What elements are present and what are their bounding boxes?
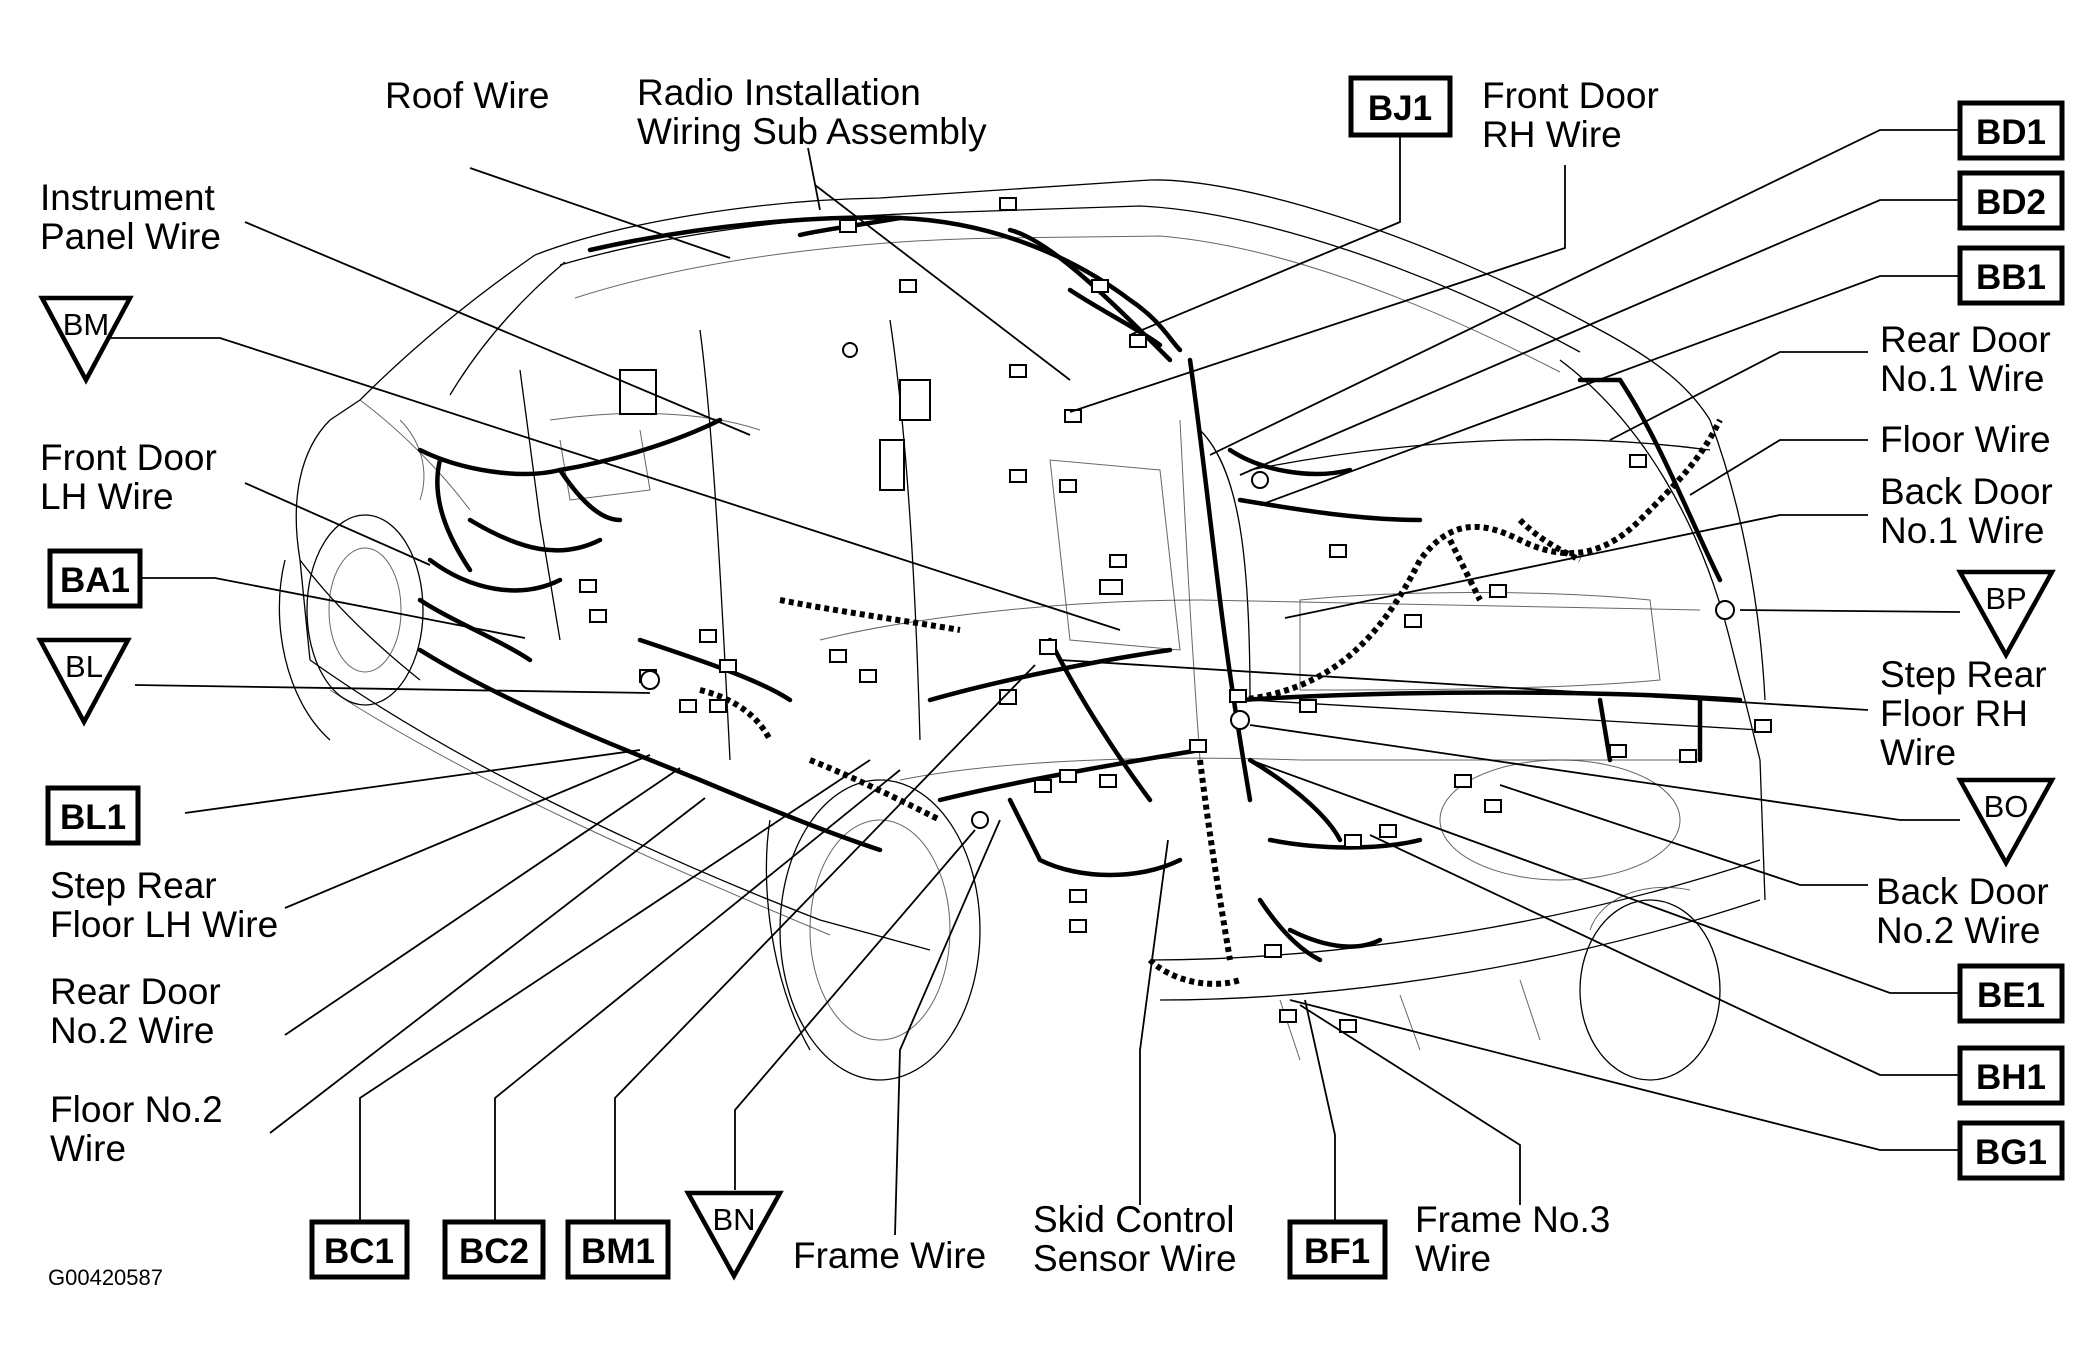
code-box-bg1: BG1 — [1957, 1120, 2065, 1181]
code-triangle-bp: BP — [1956, 569, 2056, 660]
code-box-be1: BE1 — [1957, 963, 2065, 1024]
label-step-rear-floor-lh-line1: Step Rear — [50, 865, 217, 906]
label-back-door-no1-line2: No.1 Wire — [1880, 510, 2044, 551]
code-triangle-bn: BN — [684, 1190, 784, 1281]
label-rear-door-no1-line1: Rear Door — [1880, 319, 2051, 360]
label-floor-no2-line2: Wire — [50, 1128, 126, 1169]
boxed-codes: BJ1 BD1 BD2 BB1 BA1 BL1 BE1 BH1 — [45, 75, 2065, 1280]
svg-text:BF1: BF1 — [1304, 1232, 1370, 1271]
svg-text:BD1: BD1 — [1976, 113, 2046, 152]
label-front-door-lh-line1: Front Door — [40, 437, 217, 478]
svg-text:BN: BN — [712, 1202, 755, 1237]
code-box-bc2: BC2 — [442, 1219, 546, 1280]
svg-text:BL1: BL1 — [60, 798, 126, 837]
label-front-door-rh-line1: Front Door — [1482, 75, 1659, 116]
code-triangle-bo: BO — [1956, 777, 2056, 868]
label-step-rear-floor-lh-line2: Floor LH Wire — [50, 904, 278, 945]
label-back-door-no1-line1: Back Door — [1880, 471, 2053, 512]
label-instrument-panel-line1: Instrument — [40, 177, 216, 218]
svg-text:BM1: BM1 — [581, 1232, 655, 1271]
svg-text:BH1: BH1 — [1976, 1058, 2046, 1097]
code-box-bh1: BH1 — [1957, 1045, 2065, 1106]
label-skid-control-line1: Skid Control — [1033, 1199, 1235, 1240]
svg-text:BB1: BB1 — [1976, 258, 2046, 297]
triangle-codes: BM BL BP BO BN — [36, 295, 2056, 1281]
svg-text:BD2: BD2 — [1976, 183, 2046, 222]
label-rear-door-no1-line2: No.1 Wire — [1880, 358, 2044, 399]
label-floor-wire: Floor Wire — [1880, 419, 2051, 460]
label-frame-no3-line2: Wire — [1415, 1238, 1491, 1279]
svg-text:BC1: BC1 — [324, 1232, 394, 1271]
svg-text:BM: BM — [63, 307, 110, 342]
label-step-rear-floor-rh-line1: Step Rear — [1880, 654, 2047, 695]
svg-text:BO: BO — [1984, 789, 2029, 824]
svg-text:BA1: BA1 — [60, 561, 130, 600]
connectors — [579, 197, 1772, 1033]
code-box-bl1: BL1 — [45, 785, 141, 846]
label-floor-no2-line1: Floor No.2 — [50, 1089, 223, 1130]
wire-labels: Roof Wire Radio Installation Wiring Sub … — [40, 72, 2053, 1290]
code-box-bj1: BJ1 — [1348, 75, 1453, 138]
code-box-bb1: BB1 — [1957, 245, 2065, 306]
label-front-door-rh-line2: RH Wire — [1482, 114, 1622, 155]
code-box-ba1: BA1 — [47, 548, 143, 609]
figure-id: G00420587 — [48, 1265, 163, 1290]
svg-text:BL: BL — [65, 649, 103, 684]
label-instrument-panel-line2: Panel Wire — [40, 216, 221, 257]
label-back-door-no2-line1: Back Door — [1876, 871, 2049, 912]
code-box-bd2: BD2 — [1957, 170, 2065, 231]
label-rear-door-no2-line1: Rear Door — [50, 971, 221, 1012]
label-frame-no3-line1: Frame No.3 — [1415, 1199, 1610, 1240]
label-front-door-lh-line2: LH Wire — [40, 476, 174, 517]
code-box-bc1: BC1 — [309, 1219, 410, 1280]
svg-text:BC2: BC2 — [459, 1232, 529, 1271]
svg-text:BE1: BE1 — [1977, 976, 2045, 1015]
label-step-rear-floor-rh-line2: Floor RH — [1880, 693, 2028, 734]
vehicle-body-outline — [278, 179, 1766, 1081]
code-box-bd1: BD1 — [1957, 100, 2065, 161]
svg-text:BJ1: BJ1 — [1368, 89, 1432, 128]
label-back-door-no2-line2: No.2 Wire — [1876, 910, 2040, 951]
label-frame-wire: Frame Wire — [793, 1235, 986, 1276]
label-skid-control-line2: Sensor Wire — [1033, 1238, 1237, 1279]
code-box-bm1: BM1 — [565, 1219, 671, 1280]
code-triangle-bm: BM — [38, 295, 134, 385]
label-roof-wire: Roof Wire — [385, 75, 549, 116]
code-triangle-bl: BL — [36, 637, 132, 727]
code-box-bf1: BF1 — [1287, 1219, 1388, 1280]
label-radio-installation-line2: Wiring Sub Assembly — [637, 111, 987, 152]
label-step-rear-floor-rh-line3: Wire — [1880, 732, 1956, 773]
leader-lines — [110, 110, 1961, 1236]
svg-text:BG1: BG1 — [1975, 1133, 2047, 1172]
wire-harnesses — [417, 215, 1743, 987]
label-radio-installation-line1: Radio Installation — [637, 72, 921, 113]
svg-text:BP: BP — [1985, 581, 2026, 616]
label-rear-door-no2-line2: No.2 Wire — [50, 1010, 214, 1051]
